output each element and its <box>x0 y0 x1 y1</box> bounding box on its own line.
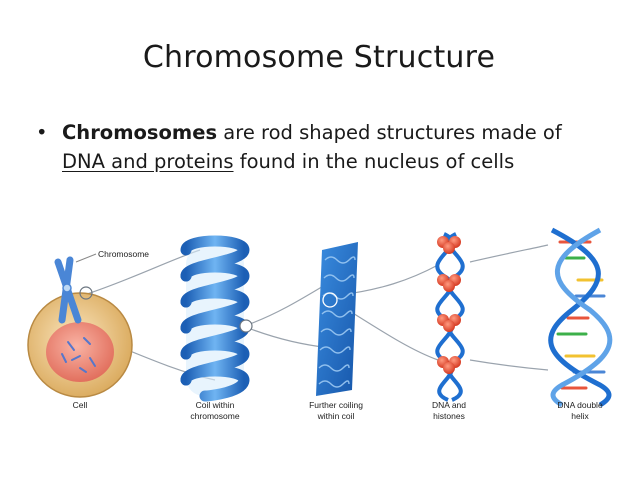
dna-double-helix-illustration <box>548 227 613 408</box>
caption-histones-line2: histones <box>433 411 465 421</box>
caption-helix-line2: helix <box>571 411 589 421</box>
bullet-text-part2: found in the nucleus of cells <box>233 150 515 173</box>
connector-line <box>469 244 549 263</box>
further-coiling-illustration <box>316 242 358 396</box>
helix-strand <box>548 227 612 408</box>
caption-further-line1: Further coiling <box>309 400 363 410</box>
connector-line <box>469 359 549 371</box>
caption-coil-line2: chromosome <box>190 411 239 421</box>
bullet-marker: • <box>36 121 48 144</box>
histone-cluster <box>437 356 461 374</box>
bullet-text: Chromosomes are rod shaped structures ma… <box>62 118 606 176</box>
cell-illustration: Chromosome <box>27 249 149 398</box>
dna-histones-illustration <box>435 232 465 402</box>
connector-line <box>247 327 331 349</box>
histone-cluster <box>437 274 461 292</box>
chromosome-structure-diagram: Chromosome <box>27 227 613 421</box>
caption-further-line2: within coil <box>317 411 355 421</box>
connector-lines <box>77 244 549 381</box>
histone-cluster <box>437 236 461 254</box>
coil-illustration <box>180 235 253 402</box>
caption-cell-line1: Cell <box>73 400 88 410</box>
bullet-underlined-phrase: DNA and proteins <box>62 150 234 173</box>
caption-histones-line1: DNA and <box>432 400 466 410</box>
caption-coil-line1: Coil within <box>196 400 235 410</box>
bullet-text-part1: are rod shaped structures made of <box>217 121 562 144</box>
diagram-captions: Cell Coil within chromosome Further coil… <box>73 400 603 421</box>
helix-strand <box>550 227 613 408</box>
zoom-circle <box>239 319 253 333</box>
zoom-circle <box>322 292 338 308</box>
bullet-point: • Chromosomes are rod shaped structures … <box>36 118 606 176</box>
label-pointer <box>75 253 97 263</box>
nucleus-chromosomes <box>61 337 96 373</box>
caption-helix-line1: DNA double <box>557 400 603 410</box>
bullet-term: Chromosomes <box>62 121 218 144</box>
cell-nucleus <box>46 322 114 382</box>
slide-title: Chromosome Structure <box>142 40 496 75</box>
coil-block <box>316 242 358 396</box>
connector-line <box>246 284 326 326</box>
chromosome-label: Chromosome <box>98 249 149 259</box>
histone-cluster <box>437 314 461 332</box>
centromere <box>62 283 72 293</box>
zoom-circle <box>79 286 93 300</box>
